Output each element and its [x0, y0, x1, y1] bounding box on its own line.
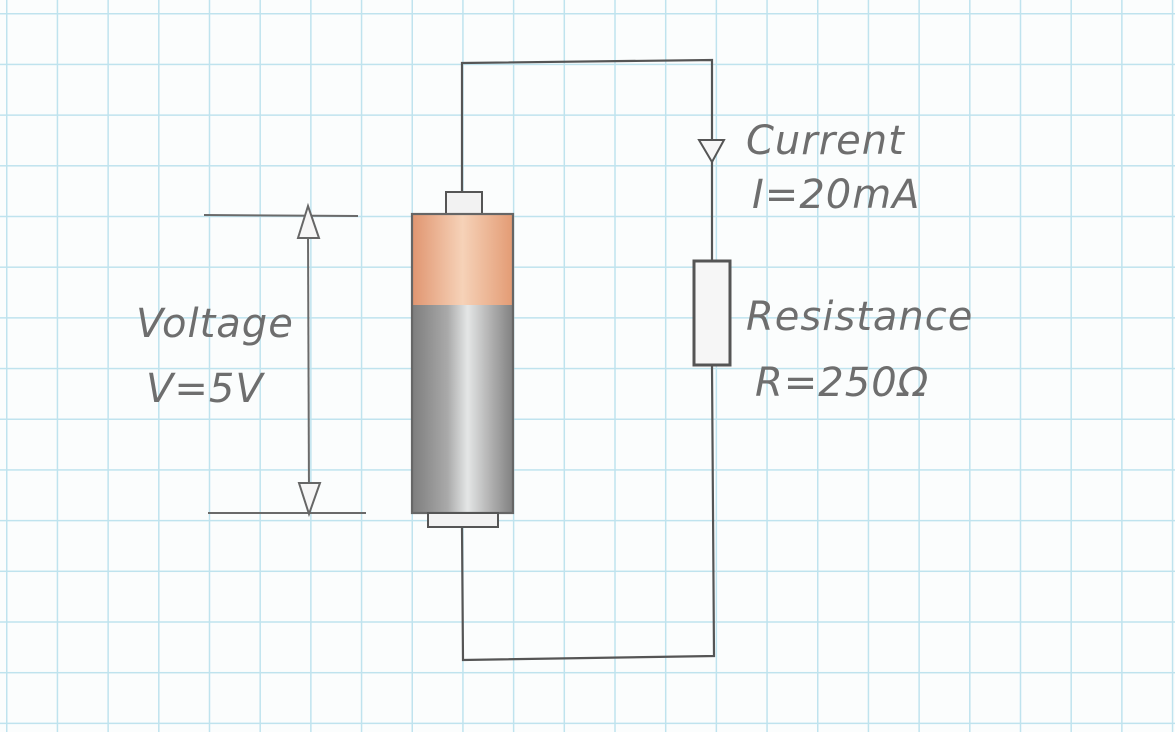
voltage-value: V=5V — [146, 366, 265, 412]
current-label: Current — [746, 118, 905, 164]
battery-top-band — [412, 214, 513, 307]
wire-bottom — [460, 364, 716, 662]
voltage-up-arrow-icon — [296, 202, 321, 239]
current-value: I=20mA — [752, 172, 921, 218]
battery-positive-terminal — [445, 191, 483, 215]
voltage-dimension-line — [307, 229, 310, 499]
resistance-label: Resistance — [746, 294, 973, 340]
battery — [410, 191, 515, 528]
battery-negative-terminal — [427, 512, 499, 528]
current-arrow-icon — [697, 139, 726, 165]
battery-body — [412, 305, 513, 513]
voltage-down-arrow-icon — [297, 482, 322, 518]
voltage-label: Voltage — [136, 301, 294, 347]
resistance-value: R=250Ω — [755, 360, 929, 406]
resistor-symbol — [692, 259, 732, 367]
voltage-top-reference-line — [203, 214, 359, 217]
